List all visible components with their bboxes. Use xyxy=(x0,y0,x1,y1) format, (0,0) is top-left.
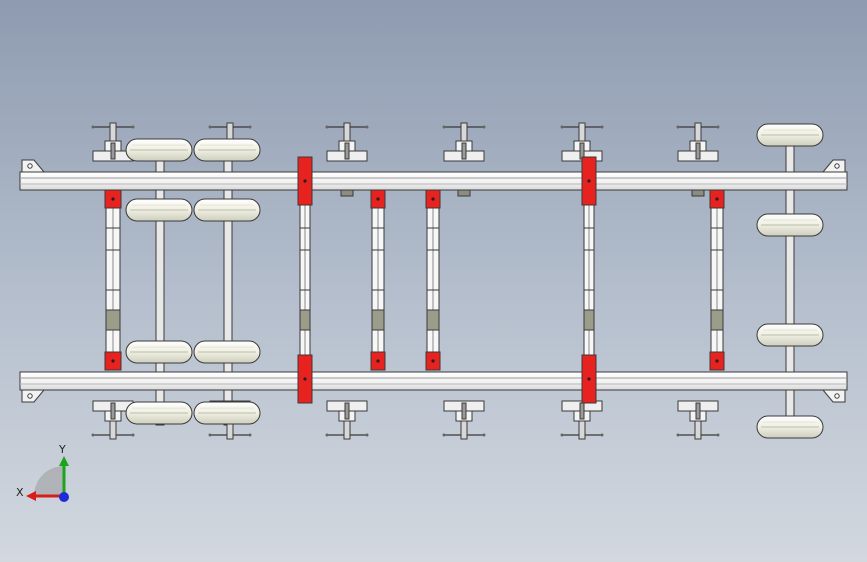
rail-tab-2 xyxy=(457,189,471,197)
wheel-tire-10 xyxy=(756,213,824,237)
wheel-tire-5 xyxy=(125,340,193,364)
cross-member-5 xyxy=(583,189,595,371)
cross-member-2 xyxy=(299,189,311,371)
mount-bracket-7 xyxy=(104,351,122,371)
wheel-tire-2 xyxy=(193,138,261,162)
end-tab-bottom-left xyxy=(21,389,46,403)
screw-jack-bottom-6 xyxy=(676,400,720,440)
side-rail-top xyxy=(19,171,848,191)
axis-y-label: Y xyxy=(59,443,66,456)
side-rail-bottom xyxy=(19,371,848,391)
screw-jack-bottom-1 xyxy=(91,400,135,440)
screw-jack-top-3 xyxy=(325,122,369,162)
cross-member-3 xyxy=(371,189,385,371)
wheel-tire-1 xyxy=(125,138,193,162)
screw-jack-top-1 xyxy=(91,122,135,162)
cross-member-1 xyxy=(105,189,121,371)
screw-jack-bottom-3 xyxy=(325,400,369,440)
mount-bracket-1 xyxy=(104,189,122,209)
mount-bracket-4 xyxy=(425,189,441,209)
end-tab-top-left xyxy=(21,159,46,173)
rail-tab-3 xyxy=(691,189,705,197)
screw-jack-top-4 xyxy=(442,122,486,162)
wheel-tire-8 xyxy=(193,401,261,425)
axis-x-label: X xyxy=(16,486,24,499)
mount-bracket-9 xyxy=(370,351,386,371)
mount-bracket-8 xyxy=(297,354,313,404)
cross-member-4 xyxy=(426,189,440,371)
wheel-tire-6 xyxy=(193,340,261,364)
screw-jack-bottom-4 xyxy=(442,400,486,440)
coordinate-triad-icon xyxy=(26,456,69,502)
wheel-tire-4 xyxy=(193,198,261,222)
wheel-tire-12 xyxy=(756,415,824,439)
mount-bracket-6 xyxy=(709,189,725,209)
mount-bracket-2 xyxy=(297,156,313,206)
screw-jack-top-6 xyxy=(676,122,720,162)
cross-member-6 xyxy=(710,189,724,371)
wheel-tire-9 xyxy=(756,123,824,147)
coordinate-triad xyxy=(12,440,82,510)
end-tab-top-right xyxy=(821,159,846,173)
mount-bracket-11 xyxy=(581,354,597,404)
end-tab-bottom-right xyxy=(821,389,846,403)
wheel-tire-11 xyxy=(756,323,824,347)
rail-tab-1 xyxy=(340,189,354,197)
mount-bracket-3 xyxy=(370,189,386,209)
mount-bracket-10 xyxy=(425,351,441,371)
mount-bracket-12 xyxy=(709,351,725,371)
wheel-tire-3 xyxy=(125,198,193,222)
wheel-tire-7 xyxy=(125,401,193,425)
screw-jack-top-5 xyxy=(560,122,604,162)
mount-bracket-5 xyxy=(581,156,597,206)
screw-jack-bottom-5 xyxy=(560,400,604,440)
